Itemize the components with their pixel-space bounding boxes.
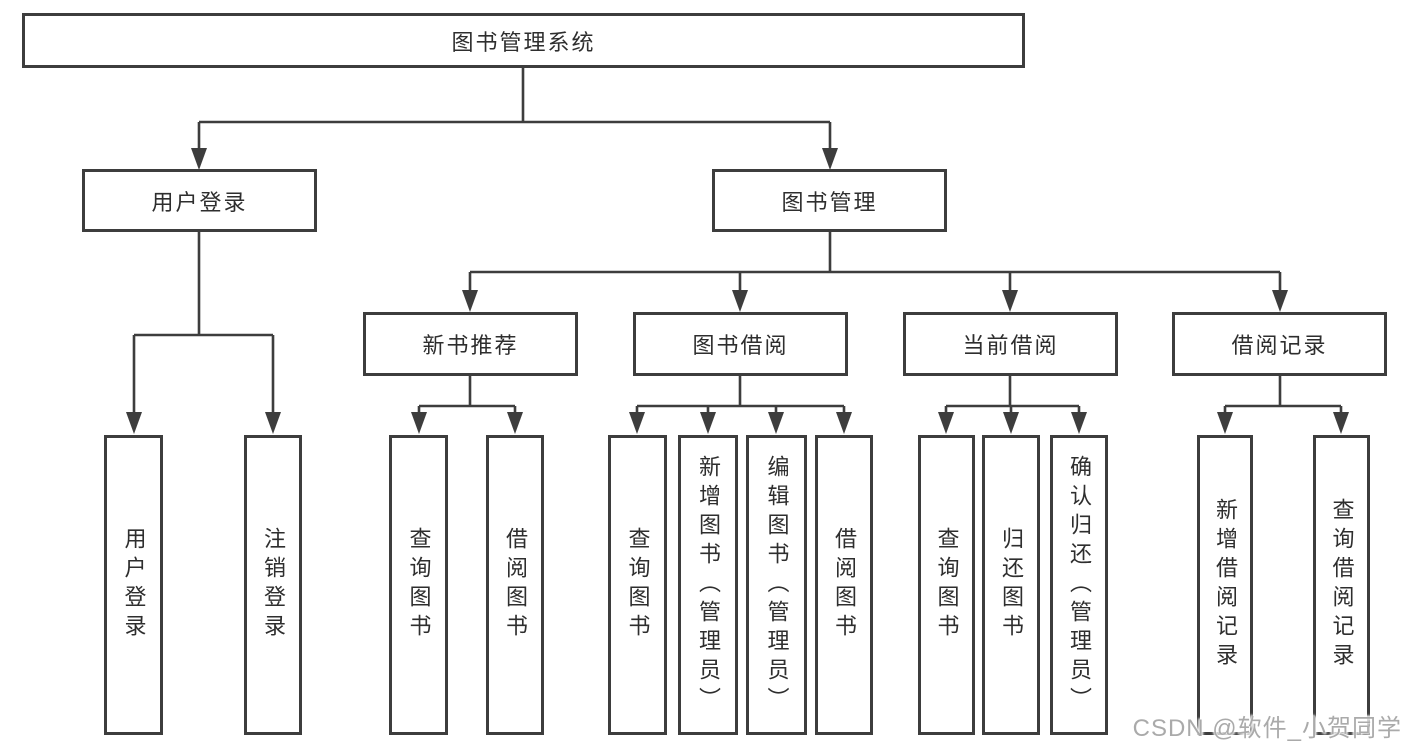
arrow-down-icon [1333,412,1349,434]
node-borrowing-records: 借阅记录 [1172,312,1387,376]
node-leaf-query-books-recommend: 查询图书 [389,435,448,735]
arrow-down-icon [1003,412,1019,434]
node-leaf-logout: 注销登录 [244,435,302,735]
arrow-down-icon [732,290,748,312]
arrow-down-icon [126,412,142,434]
node-leaf-add-borrow-record: 新增借阅记录 [1197,435,1253,735]
arrow-down-icon [836,412,852,434]
node-new-book-recommend: 新书推荐 [363,312,578,376]
arrow-down-icon [1071,412,1087,434]
node-user-login-module: 用户登录 [82,169,317,232]
node-leaf-borrow-books: 借阅图书 [815,435,873,735]
node-leaf-add-books-admin: 新增图书（管理员） [678,435,738,735]
arrow-down-icon [1002,290,1018,312]
node-leaf-query-books-borrowing: 查询图书 [608,435,667,735]
arrow-down-icon [629,412,645,434]
arrow-down-icon [507,412,523,434]
arrow-down-icon [411,412,427,434]
arrow-down-icon [1272,290,1288,312]
arrow-down-icon [191,148,207,170]
node-current-borrowing: 当前借阅 [903,312,1118,376]
arrow-down-icon [768,412,784,434]
node-book-management-module: 图书管理 [712,169,947,232]
csdn-watermark: CSDN @软件_小贺同学 [1132,715,1402,742]
arrow-down-icon [462,290,478,312]
arrow-down-icon [700,412,716,434]
arrow-down-icon [822,148,838,170]
node-leaf-return-books: 归还图书 [982,435,1040,735]
arrow-down-icon [1217,412,1233,434]
node-leaf-user-login: 用户登录 [104,435,163,735]
node-leaf-confirm-return-admin: 确认归还（管理员） [1050,435,1108,735]
node-book-borrowing: 图书借阅 [633,312,848,376]
node-leaf-query-borrow-record: 查询借阅记录 [1313,435,1370,735]
node-leaf-borrow-books-recommend: 借阅图书 [486,435,544,735]
node-leaf-edit-books-admin: 编辑图书（管理员） [746,435,807,735]
arrow-down-icon [938,412,954,434]
node-root-system: 图书管理系统 [22,13,1025,68]
arrow-down-icon [265,412,281,434]
node-leaf-query-books-current: 查询图书 [918,435,975,735]
